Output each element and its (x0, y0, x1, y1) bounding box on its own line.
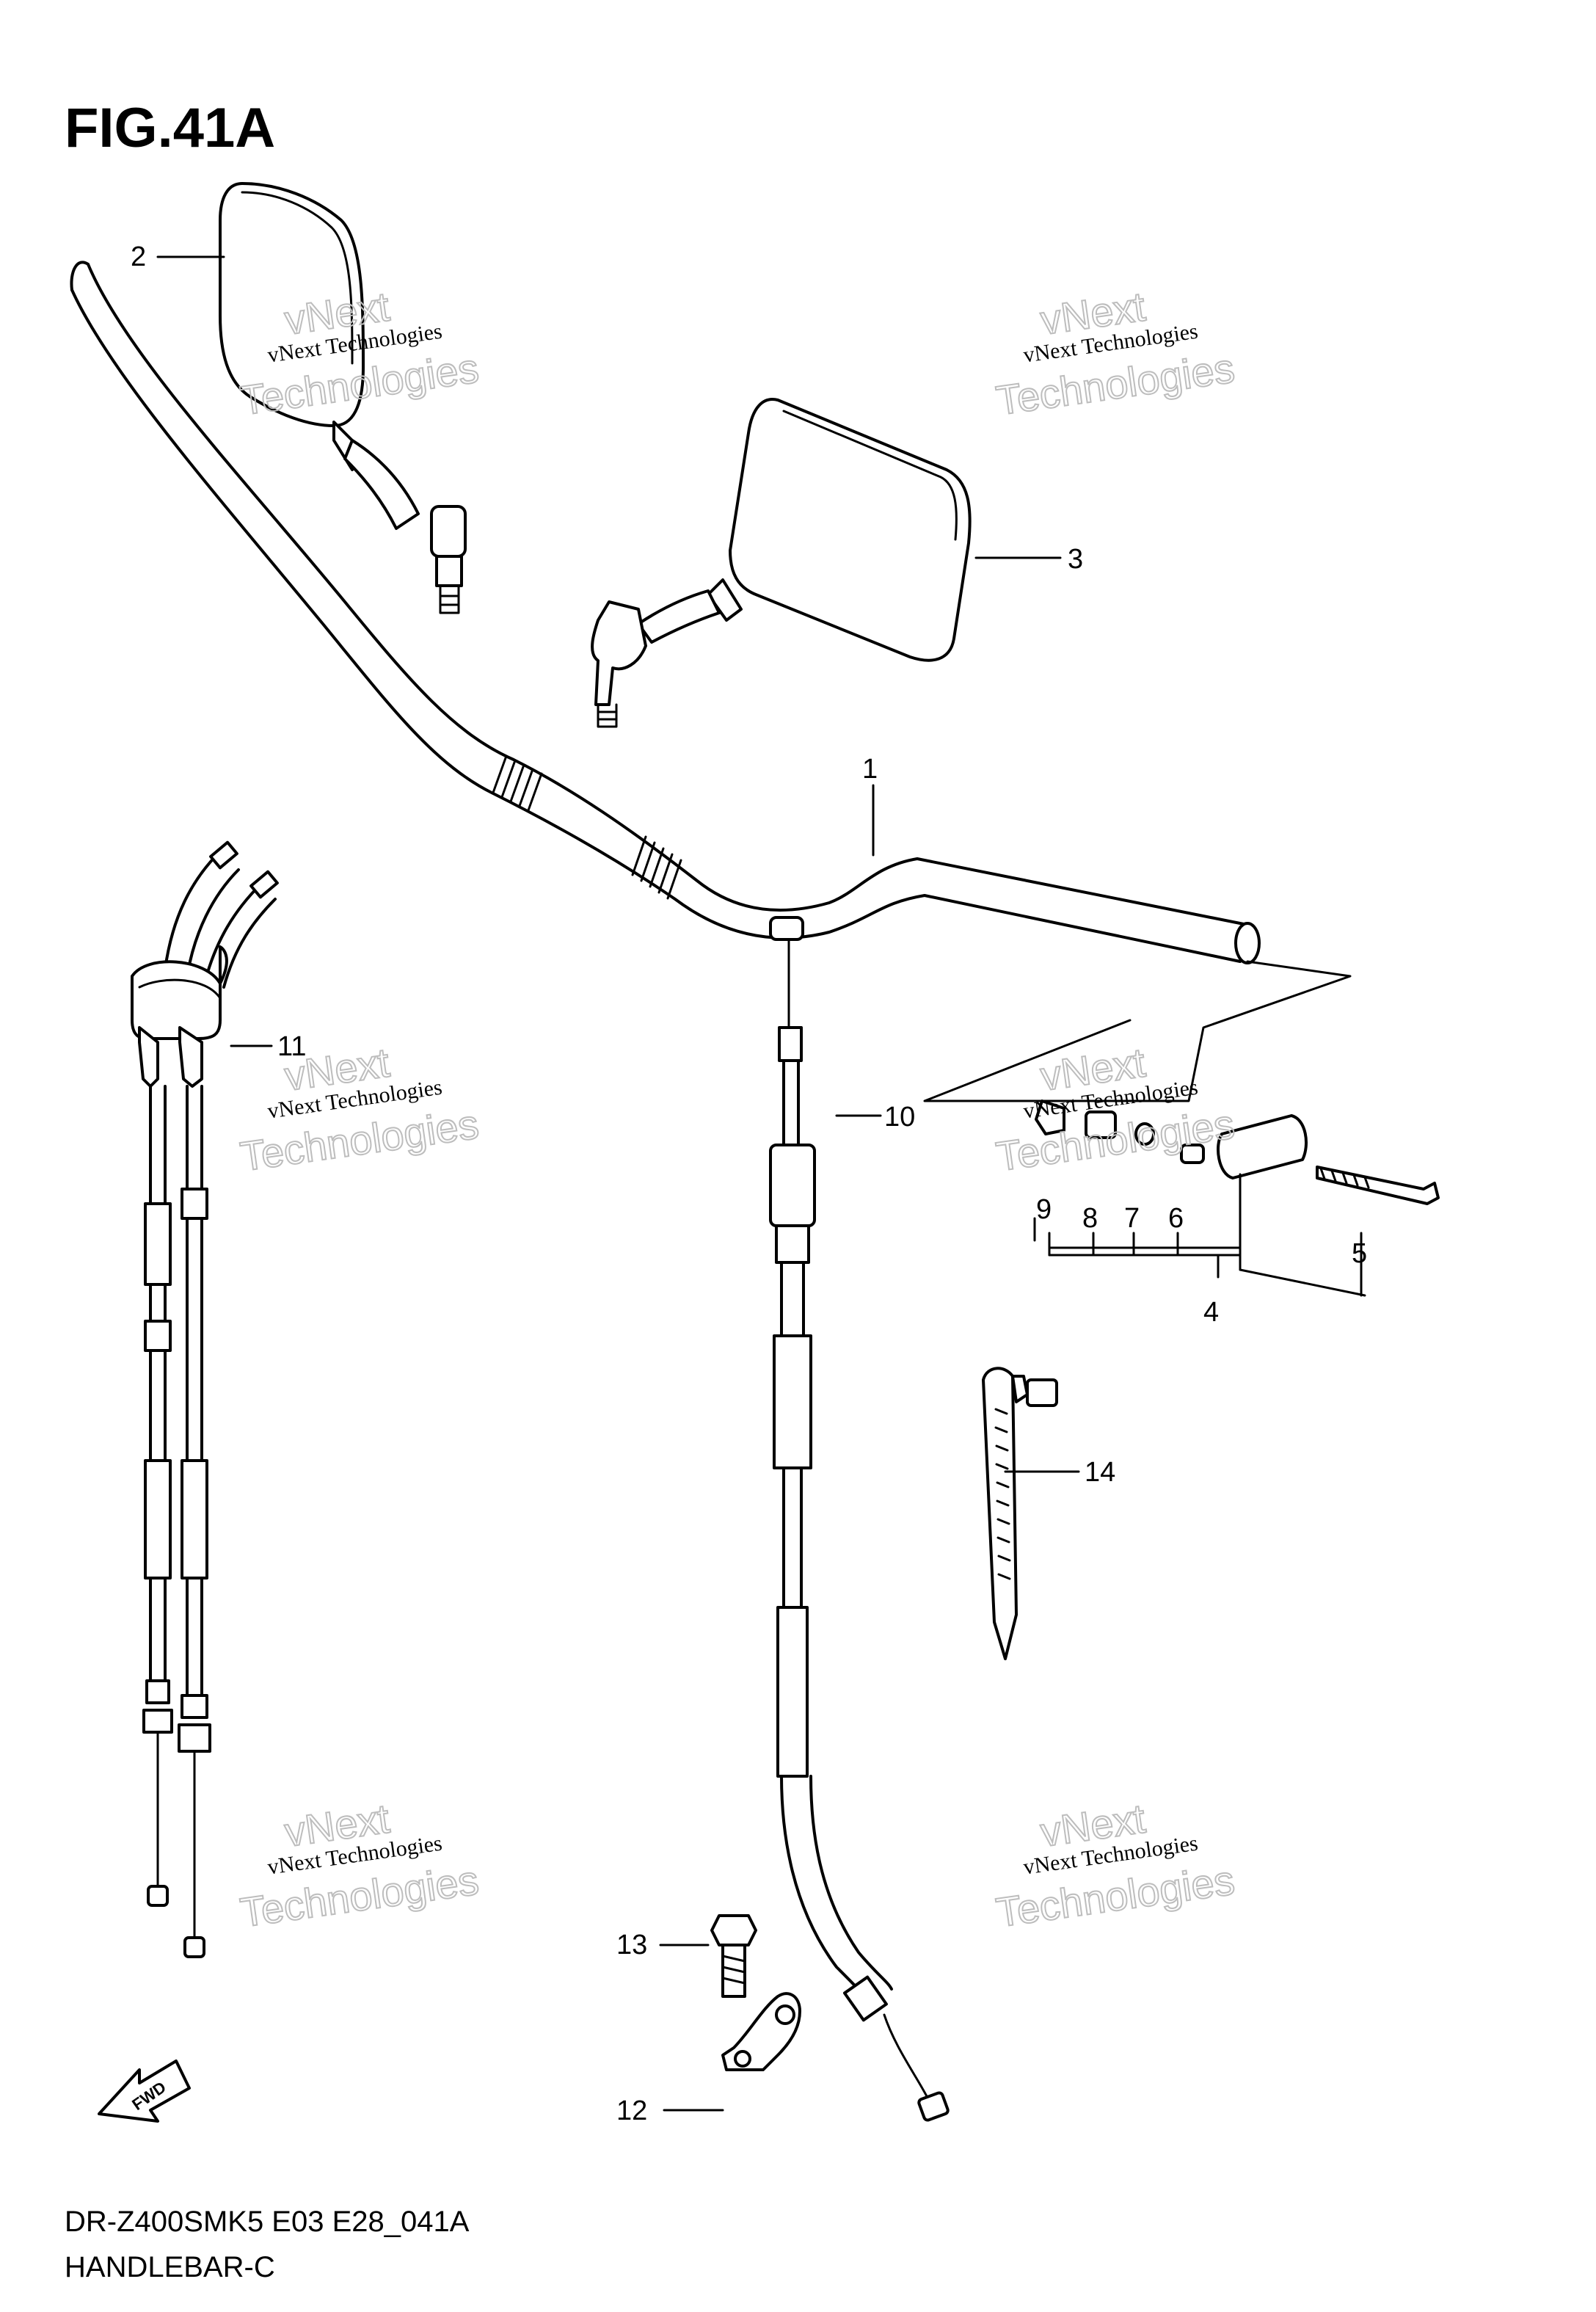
callout-11: 11 (277, 1031, 306, 1062)
handlebar-knurl-left (492, 755, 543, 812)
cable-clamp (721, 1992, 801, 2071)
bar-end-assembly (923, 960, 1440, 1205)
callout-1: 1 (862, 754, 878, 785)
handlebar (70, 261, 1261, 964)
figure-title: FIG.41A (65, 97, 275, 159)
mirror-right (591, 398, 972, 728)
watermark-6: vNext vNext Technologies Technologies (993, 1794, 1238, 1936)
watermark-5: vNext vNext Technologies Technologies (237, 1794, 482, 1936)
callout-7: 7 (1124, 1203, 1140, 1234)
mirror-left (219, 182, 467, 614)
fwd-arrow-icon: FWD (98, 2060, 191, 2123)
callout-8: 8 (1082, 1203, 1098, 1234)
cable-tie (982, 1367, 1058, 1660)
callout-13: 13 (616, 1930, 647, 1960)
section-name: HANDLEBAR-C (65, 2251, 275, 2283)
callout-12: 12 (616, 2095, 647, 2126)
callout-6: 6 (1168, 1203, 1184, 1234)
watermark-2: vNext vNext Technologies Technologies (993, 282, 1238, 424)
throttle-cable-assembly (131, 840, 279, 1958)
callout-4: 4 (1203, 1297, 1219, 1328)
callout-14: 14 (1085, 1457, 1115, 1488)
callout-2: 2 (131, 241, 146, 272)
handlebar-knurl-right (631, 835, 682, 900)
callout-10: 10 (884, 1102, 915, 1133)
bolt (710, 1914, 757, 1998)
callout-3: 3 (1068, 544, 1083, 575)
clutch-cable (769, 916, 950, 2122)
callout-5: 5 (1352, 1238, 1367, 1269)
callout-9: 9 (1036, 1194, 1052, 1225)
watermark-3: vNext vNext Technologies Technologies (237, 1038, 482, 1180)
model-code: DR-Z400SMK5 E03 E28_041A (65, 2206, 470, 2238)
leader-lines (156, 255, 1366, 2112)
